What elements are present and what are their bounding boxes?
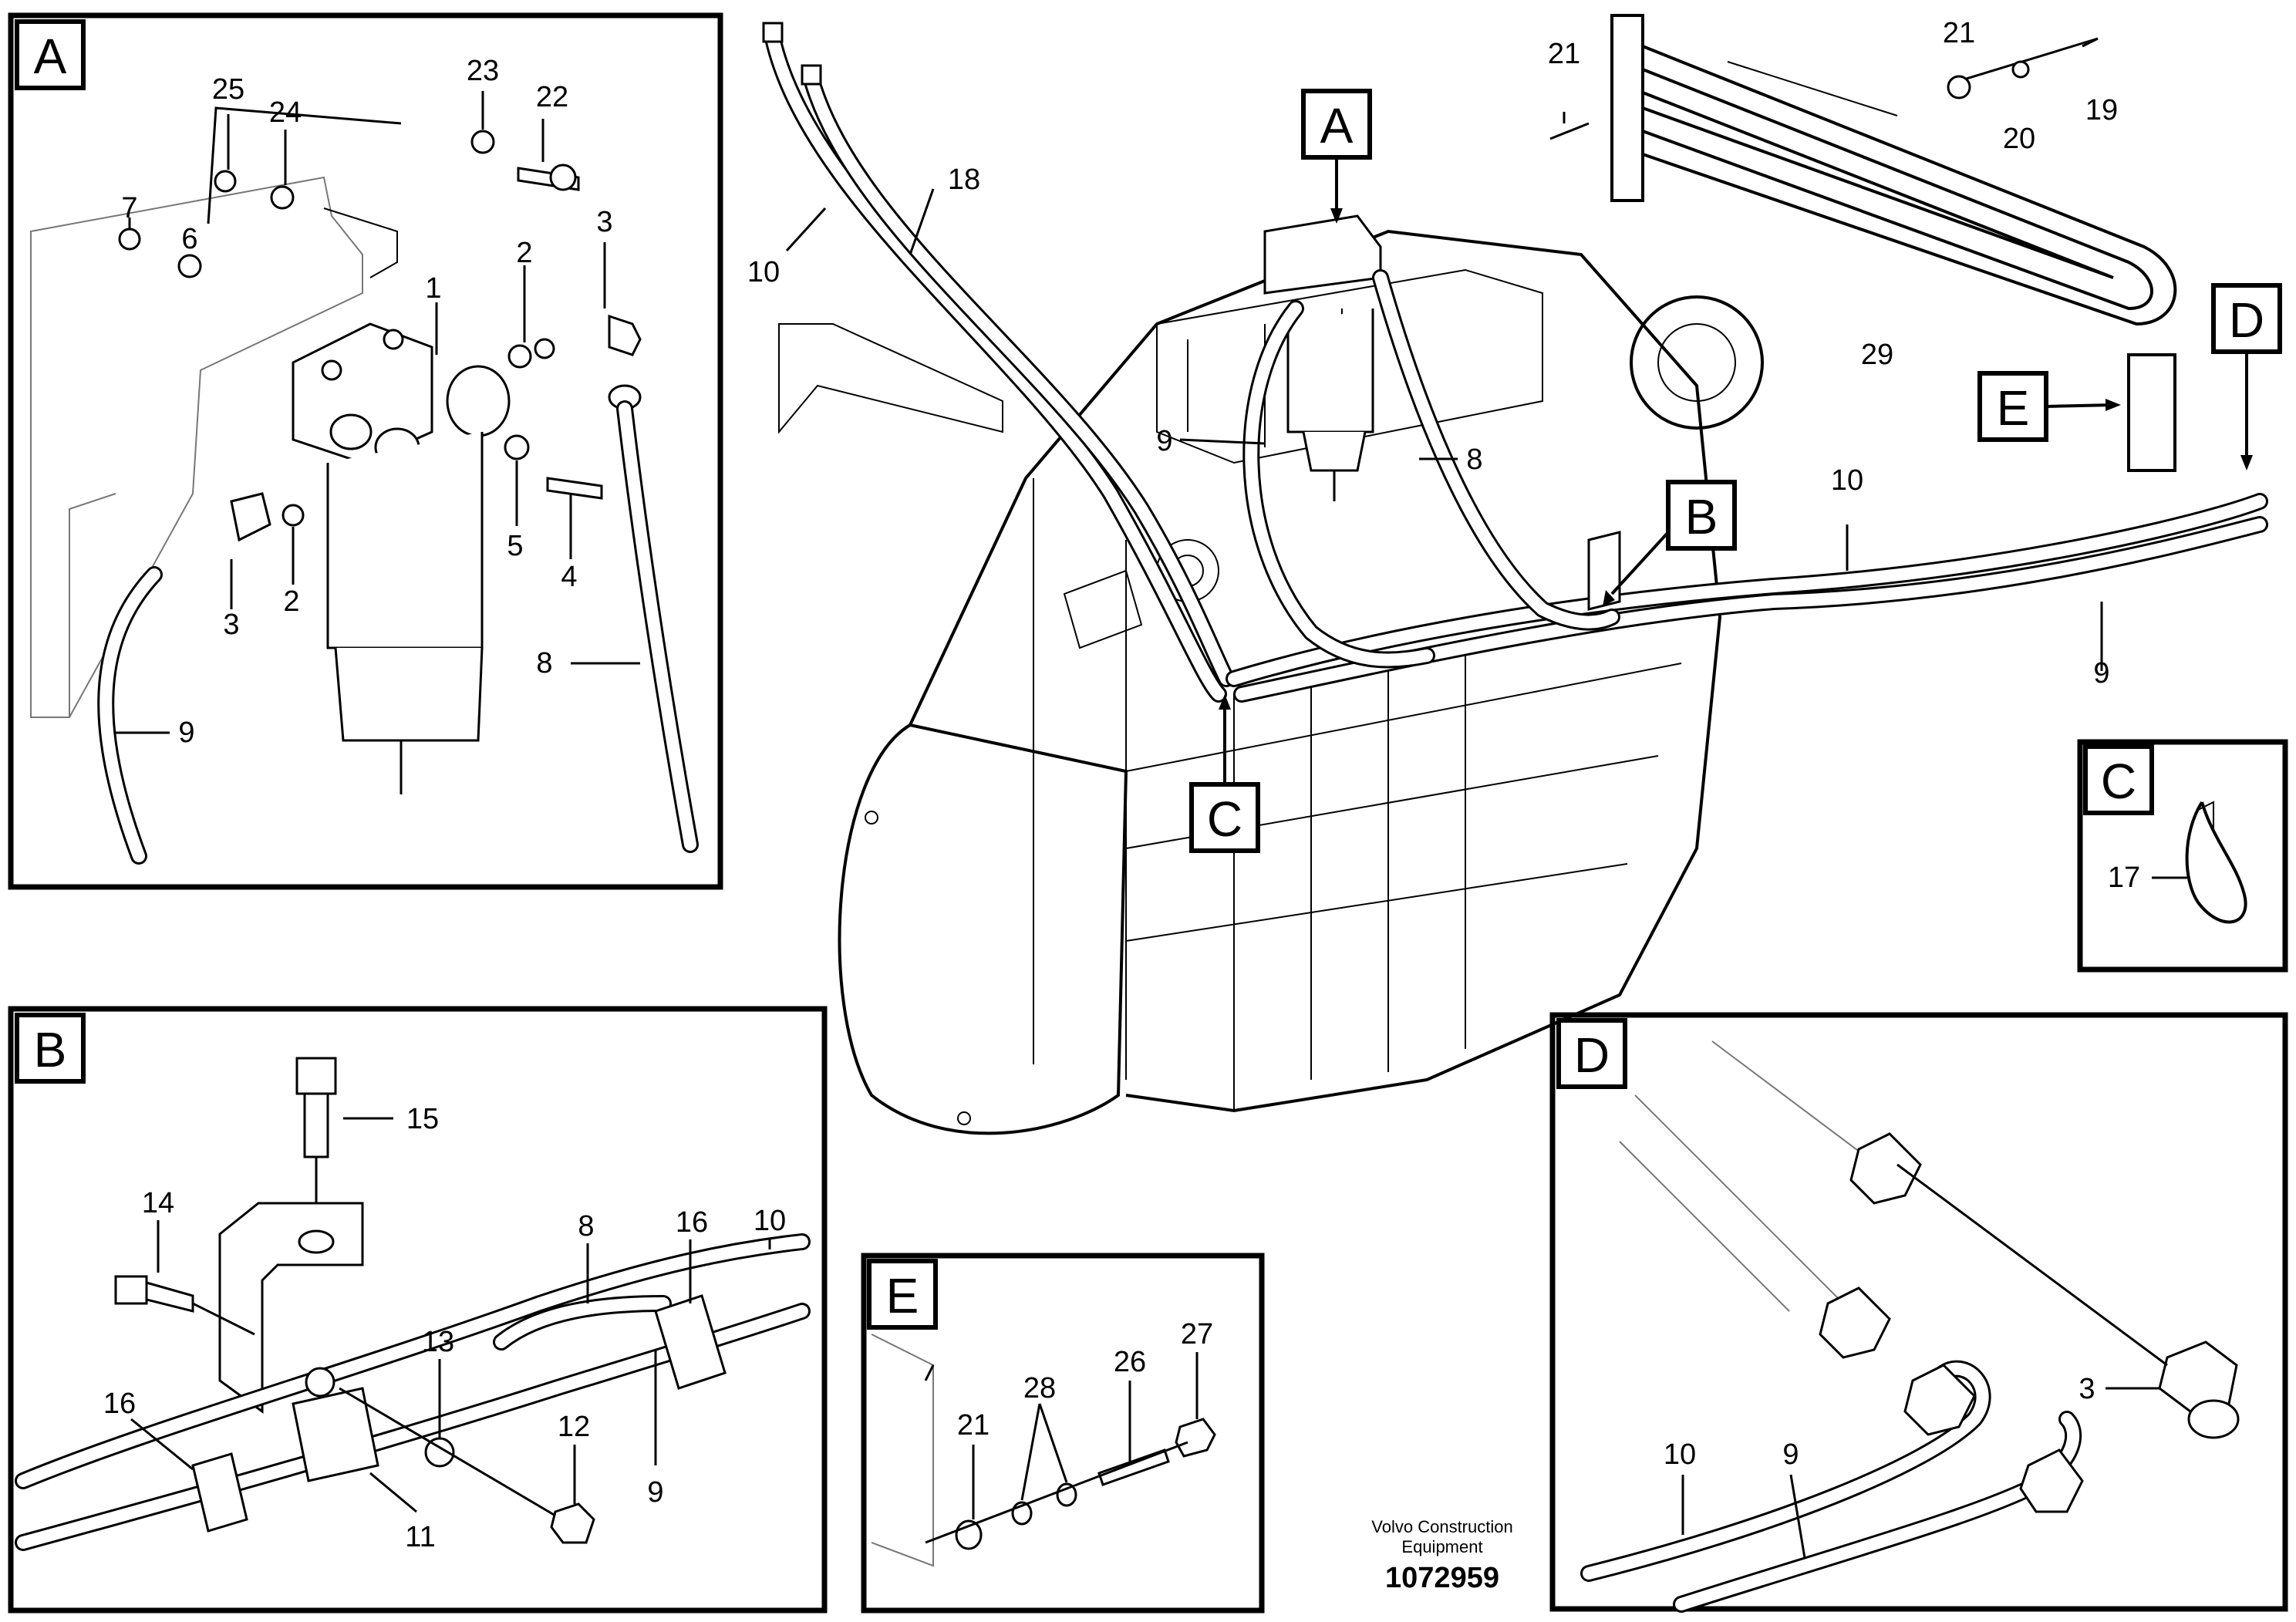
view-a-label-8: 8 [536,647,552,679]
view-a-label-9: 9 [178,717,194,749]
detail-view-e: E 26 27 28 21 [861,1253,1265,1614]
view-b-label-14: 14 [142,1187,174,1219]
detail-view-d: D 3 10 9 [1549,1012,2288,1613]
main-label-21-left: 21 [1548,38,1580,70]
view-a-label-6: 6 [181,223,197,255]
main-label-10-right: 10 [1831,464,1863,497]
view-e-label-27: 27 [1181,1318,1213,1351]
view-b-label-16-right: 16 [676,1206,708,1239]
main-label-9-center: 9 [1156,425,1172,457]
view-a-label-7: 7 [121,192,137,224]
main-callout-d: D [2229,292,2264,348]
view-b-label-10: 10 [754,1205,786,1237]
main-callout-c: C [1207,791,1242,847]
main-callout-a: A [1320,98,1354,153]
view-d-label-10: 10 [1664,1438,1696,1471]
drawing-number: 1072959 [1385,1562,1499,1594]
view-a-label-3-top: 3 [596,206,612,238]
view-e-label-26: 26 [1114,1346,1146,1378]
view-a-tag: A [34,29,67,84]
view-a-label-22: 22 [536,81,568,113]
view-b-label-13: 13 [422,1326,454,1358]
main-label-19: 19 [2085,94,2118,126]
company-name-line1: Volvo Construction [1371,1517,1512,1536]
view-b-label-8: 8 [578,1210,594,1243]
view-a-label-2-top: 2 [516,237,532,269]
main-engine-view: A B C D E 18 10 9 8 [747,14,2282,1135]
view-c-tag: C [2101,754,2136,809]
view-b-label-16-left: 16 [103,1388,136,1420]
view-d-label-9: 9 [1782,1438,1799,1471]
company-name-line2: Equipment [1401,1537,1482,1556]
view-b-label-12: 12 [558,1411,590,1443]
view-e-label-28: 28 [1023,1372,1056,1404]
view-c-label-17: 17 [2108,862,2140,894]
view-b-label-11: 11 [405,1521,435,1553]
detail-view-b: B [8,1006,828,1614]
detail-view-a: A [8,12,723,890]
view-a-label-1: 1 [425,272,441,305]
view-e-tag: E [886,1268,919,1324]
main-label-20: 20 [2003,123,2035,155]
view-e-label-21: 21 [957,1409,990,1442]
main-callout-e: E [1997,380,2030,436]
view-a-label-4: 4 [561,561,577,593]
detail-view-c: C 17 [2077,739,2288,973]
footer: Volvo Construction Equipment 1072959 [1371,1517,1512,1594]
main-label-18: 18 [948,164,980,196]
view-a-label-25: 25 [212,73,244,106]
view-a-label-5: 5 [507,530,523,562]
view-b-label-15: 15 [406,1103,439,1135]
view-b-tag: B [34,1022,67,1077]
view-a-label-3-bottom: 3 [223,609,239,641]
main-label-29: 29 [1861,339,1893,371]
view-a-label-23: 23 [467,55,499,87]
view-a-label-24: 24 [269,96,302,129]
main-label-9-right: 9 [2093,657,2109,690]
main-label-21-right: 21 [1943,17,1975,49]
view-d-tag: D [1574,1027,1610,1083]
view-a-label-2-bottom: 2 [283,585,299,618]
view-b-label-9: 9 [647,1476,663,1509]
main-callout-b: B [1685,489,1718,545]
main-label-10-left: 10 [747,256,780,288]
main-label-8-center: 8 [1466,443,1482,476]
view-d-label-3: 3 [2079,1373,2095,1405]
